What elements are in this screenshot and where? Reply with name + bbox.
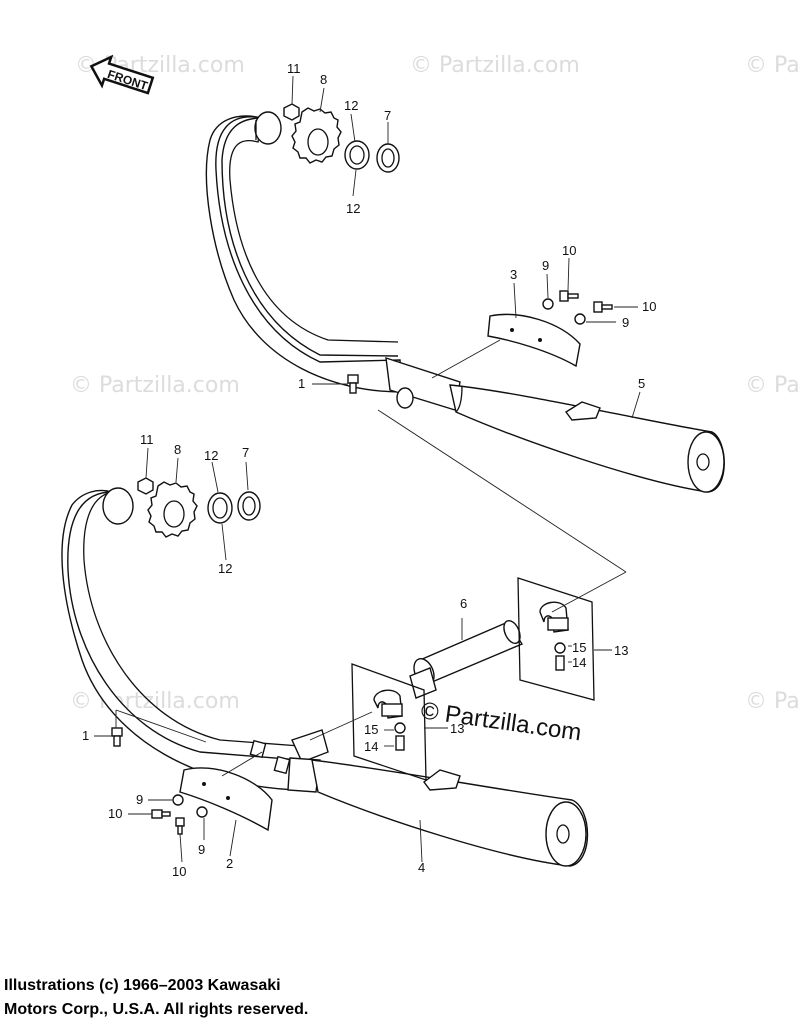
label-12: 12 [204,448,218,463]
label-7: 7 [242,445,249,460]
bolt-10c [151,809,171,819]
watermark: © Partzilla.com [410,53,580,78]
label-12: 12 [218,561,232,576]
partzilla-watermark: © Partzilla.com [419,697,583,746]
label-10: 10 [642,299,656,314]
bolt-10d [175,817,185,835]
watermark: © Partzilla.com [70,373,240,398]
watermark: © Partzilla.com [745,53,800,78]
label-15: 15 [572,640,586,655]
label-11: 11 [140,432,154,447]
label-1: 1 [82,728,89,743]
watermarks: © Partzilla.com © Partzilla.com © Partzi… [70,53,800,714]
label-5: 5 [638,376,645,391]
label-15: 15 [364,722,378,737]
label-10: 10 [172,864,186,879]
label-7: 7 [384,108,391,123]
copyright-line-1: Illustrations (c) 1966–2003 Kawasaki [4,977,281,994]
bolt-1-top [347,374,359,394]
label-12: 12 [344,98,358,113]
watermark: © Partzilla.com [745,373,800,398]
watermark: © Partzilla.com [70,689,240,714]
label-1: 1 [298,376,305,391]
label-9: 9 [542,258,549,273]
flange-8-top [291,107,342,164]
watermark: © Partzilla.com [745,689,800,714]
label-13: 13 [614,643,628,658]
label-14: 14 [572,655,586,670]
copyright-line-2: Motors Corp., U.S.A. All rights reserved… [4,1001,309,1018]
bolt-1-bottom [111,727,123,747]
top-exhaust-assembly [205,103,725,493]
label-2: 2 [226,856,233,871]
copyright-notice: Illustrations (c) 1966–2003 Kawasaki Mot… [4,974,308,1022]
label-3: 3 [510,267,517,282]
label-9: 9 [622,315,629,330]
label-4: 4 [418,860,425,875]
label-9: 9 [136,792,143,807]
label-6: 6 [460,596,467,611]
bolt-10b [593,301,613,313]
label-9: 9 [198,842,205,857]
bottom-exhaust-assembly [61,477,589,867]
flange-8-bottom [147,481,198,538]
label-11: 11 [287,61,301,76]
label-14: 14 [364,739,378,754]
label-8: 8 [320,72,327,87]
part-labels: 11 8 12 7 12 3 9 10 10 9 1 5 11 8 12 7 1… [82,61,656,879]
label-13: 13 [450,721,464,736]
label-8: 8 [174,442,181,457]
label-10: 10 [108,806,122,821]
label-10: 10 [562,243,576,258]
label-12: 12 [346,201,360,216]
bolt-10a [559,290,579,302]
leader-lines [94,75,641,863]
connector-assembly [351,577,595,781]
